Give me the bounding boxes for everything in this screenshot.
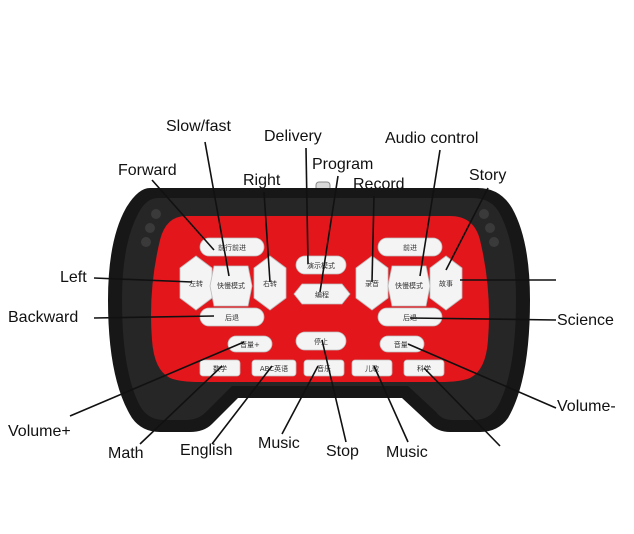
speaker-dot — [489, 237, 499, 247]
leader-math — [139, 365, 223, 445]
english-button[interactable] — [251, 359, 297, 377]
backward-button-right[interactable] — [377, 307, 443, 327]
left-turn-text: 左转 — [189, 279, 203, 288]
program-button[interactable] — [293, 283, 351, 305]
leader-audio-control — [419, 149, 441, 277]
label-program: Program — [312, 156, 374, 173]
leader-right — [263, 191, 271, 283]
label-left: Left — [60, 269, 87, 286]
label-music-right: Music — [386, 444, 428, 461]
label-right: Right — [243, 172, 281, 189]
leader-slow-fast — [204, 141, 230, 277]
backward-right-text: 后退 — [403, 313, 417, 322]
label-stop: Stop — [326, 443, 359, 460]
speaker-dot — [485, 223, 495, 233]
label-delivery: Delivery — [264, 128, 322, 145]
volume-minus-text: 音量- — [394, 340, 411, 349]
stop-text: 停止 — [314, 337, 328, 346]
slow-fast-right-text: 快慢模式 — [395, 281, 423, 290]
slow-fast-button-right[interactable] — [387, 265, 431, 307]
label-audio-control: Audio control — [385, 130, 479, 147]
speaker-dot — [151, 209, 161, 219]
right-turn-button-left[interactable] — [253, 255, 287, 311]
volume-plus-button[interactable] — [227, 335, 273, 353]
volume-minus-button[interactable] — [379, 335, 425, 353]
demo-mode-text: 演示模式 — [307, 261, 335, 270]
slow-fast-button-left[interactable] — [209, 265, 253, 307]
leader-music-right — [373, 365, 409, 443]
label-english: English — [180, 442, 233, 459]
label-math: Math — [108, 445, 144, 462]
speaker-dot — [479, 209, 489, 219]
right-turn-left-text: 右转 — [263, 279, 277, 288]
label-music-left: Music — [258, 435, 300, 452]
leader-science-bottom — [423, 367, 501, 447]
leader-english — [211, 365, 273, 445]
music-button-right[interactable] — [351, 359, 393, 377]
label-volume-plus: Volume+ — [8, 423, 71, 440]
leader-science — [409, 317, 557, 321]
leader-record — [371, 195, 375, 283]
leader-story — [445, 187, 489, 271]
english-text: ABC英语 — [260, 364, 288, 373]
left-turn-button[interactable] — [179, 255, 213, 311]
slow-fast-left-text: 快慢模式 — [217, 281, 245, 290]
leader-volume-plus — [69, 341, 245, 417]
label-forward: Forward — [118, 162, 177, 179]
forward-left-text: 前行前进 — [218, 243, 246, 252]
forward-right-text: 前进 — [403, 243, 417, 252]
leader-volume-minus — [407, 343, 557, 409]
label-slow-fast: Slow/fast — [166, 118, 231, 135]
story-button[interactable] — [429, 255, 463, 311]
label-science: Science — [557, 312, 614, 329]
music-right-text: 儿歌 — [365, 364, 379, 373]
speaker-dot — [145, 223, 155, 233]
leader-music-left — [281, 365, 319, 435]
forward-button-left[interactable] — [199, 237, 265, 257]
label-volume-minus: Volume- — [557, 398, 616, 415]
leader-backward — [93, 315, 215, 319]
leader-stop — [321, 339, 347, 443]
volume-plus-text: 音量+ — [240, 340, 260, 349]
stop-button[interactable] — [295, 331, 347, 351]
label-story: Story — [469, 167, 507, 184]
story-text: 故事 — [439, 279, 453, 288]
leader-forward — [151, 179, 215, 251]
leader-left — [93, 277, 193, 283]
label-record: Record — [353, 176, 405, 193]
music-left-text: 音乐 — [317, 364, 331, 373]
record-button[interactable] — [355, 255, 389, 311]
record-text: 录音 — [365, 279, 379, 288]
program-text: 编程 — [315, 290, 329, 299]
backward-left-text: 后退 — [225, 313, 239, 322]
leader-delivery — [305, 147, 309, 265]
speaker-dot — [141, 237, 151, 247]
leader-program — [319, 175, 339, 293]
label-backward: Backward — [8, 309, 79, 326]
